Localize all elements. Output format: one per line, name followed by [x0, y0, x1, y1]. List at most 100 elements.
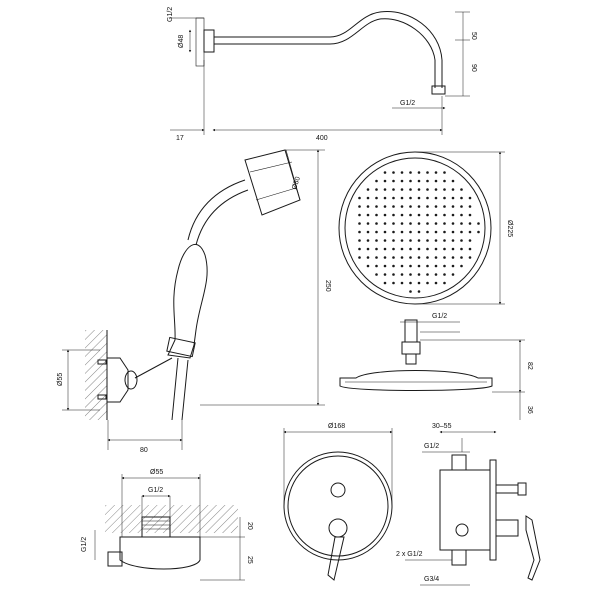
mixer-side-view: [405, 430, 541, 586]
arm-tube-lower: [214, 18, 436, 88]
nozzle-hole: [434, 205, 438, 208]
nozzle-hole: [443, 247, 446, 251]
nozzle-hole: [375, 256, 378, 259]
nozzle-hole: [383, 239, 387, 242]
nozzle-hole: [400, 205, 404, 208]
nozzle-hole: [460, 264, 463, 268]
nozzle-hole: [460, 239, 463, 242]
nozzle-hole: [400, 188, 404, 191]
mixer-plate-inner: [287, 455, 389, 557]
nozzle-hole: [392, 273, 395, 276]
nozzle-hole: [400, 230, 404, 234]
nozzle-hole: [460, 222, 463, 225]
neck-inner: [195, 189, 249, 246]
nozzle-hole: [392, 256, 395, 259]
nozzle-hole: [392, 205, 395, 208]
nozzle-hole: [366, 230, 370, 234]
label-arm-wall-offset: 17: [176, 135, 184, 142]
nozzle-hole: [366, 188, 370, 191]
label-outlet-dim-2: 25: [246, 556, 253, 564]
nozzle-hole: [443, 171, 446, 174]
nozzle-hole: [417, 256, 421, 259]
nozzle-hole: [468, 230, 472, 234]
nozzle-hole: [383, 188, 387, 191]
nozzle-hole: [409, 239, 412, 242]
nozzle-hole: [417, 264, 421, 268]
nozzle-hole: [434, 213, 438, 217]
nozzle-hole: [468, 196, 472, 200]
label-arm-thread-outlet: G1/2: [400, 100, 415, 107]
mixer-body: [439, 469, 491, 551]
nozzle-hole: [375, 264, 378, 268]
nozzle-hole: [443, 222, 446, 225]
nozzle-hole: [426, 230, 429, 234]
label-hand-projection: 80: [140, 447, 148, 454]
nozzle-hole: [451, 264, 455, 268]
nozzle-hole: [392, 230, 395, 234]
label-mixer-thread-bottom: G3/4: [424, 576, 439, 583]
nozzle-hole: [375, 222, 378, 225]
outlet-nut: [107, 551, 123, 567]
nozzle-hole: [409, 256, 412, 259]
nozzle-hole: [468, 256, 472, 259]
nozzle-hole: [400, 273, 404, 276]
nozzle-hole: [409, 171, 412, 174]
nozzle-hole: [417, 230, 421, 234]
nozzle-hole: [460, 205, 463, 208]
label-rain-diameter: Ø225: [506, 220, 513, 237]
nozzle-hole: [426, 188, 429, 191]
nozzle-hole: [409, 273, 412, 276]
nozzle-hole: [400, 179, 404, 183]
nozzle-hole: [434, 264, 438, 268]
neck-outer: [187, 179, 246, 241]
label-outlet-thread: G1/2: [148, 487, 163, 494]
nozzle-hole: [400, 247, 404, 251]
nozzle-hole: [426, 264, 429, 268]
nozzle-hole: [400, 222, 404, 225]
label-hand-head-diameter: Ø80: [291, 176, 302, 191]
nozzle-hole: [392, 264, 395, 268]
lever-hub: [328, 518, 348, 538]
hose: [171, 357, 189, 421]
mixer-plate-outer: [283, 451, 393, 561]
nozzle-hole: [392, 179, 395, 183]
nozzle-hole: [417, 188, 421, 191]
nozzle-hole: [434, 247, 438, 251]
nozzle-hole: [409, 213, 412, 217]
nozzle-hole: [426, 196, 429, 200]
nozzle-hole: [375, 188, 378, 191]
mixer-lever: [327, 536, 345, 581]
nozzle-hole: [443, 273, 446, 276]
outlet-flange: [119, 536, 201, 570]
nozzle-hole: [358, 256, 361, 259]
rain-outer-ring: [338, 151, 492, 305]
nozzle-hole: [392, 171, 395, 174]
nozzle-hole: [409, 230, 412, 234]
diverter-knob: [330, 482, 346, 498]
nozzle-hole: [451, 256, 455, 259]
mixer-front-view: [283, 428, 393, 581]
nozzle-hole: [400, 256, 404, 259]
nozzle-hole: [400, 171, 404, 174]
nozzle-hole: [392, 196, 395, 200]
nozzle-hole: [383, 247, 387, 251]
nozzle-hole: [426, 222, 429, 225]
nozzle-hole: [383, 213, 387, 217]
nozzle-hole: [383, 171, 387, 174]
nozzle-hole: [375, 230, 378, 234]
mixer-lever-side: [525, 515, 541, 581]
nozzle-hole: [468, 239, 472, 242]
nozzle-hole: [375, 239, 378, 242]
label-rain-thickness: 36: [526, 406, 533, 414]
nozzle-hole: [409, 222, 412, 225]
nozzle-hole: [443, 188, 446, 191]
label-hand-height: 250: [324, 280, 331, 292]
nozzle-hole: [409, 290, 412, 293]
nozzle-hole: [400, 281, 404, 285]
nozzle-hole: [426, 213, 429, 217]
nozzle-hole: [417, 179, 421, 183]
nozzle-hole: [468, 222, 472, 225]
nozzle-hole: [451, 273, 455, 276]
nozzle-hole: [443, 256, 446, 259]
